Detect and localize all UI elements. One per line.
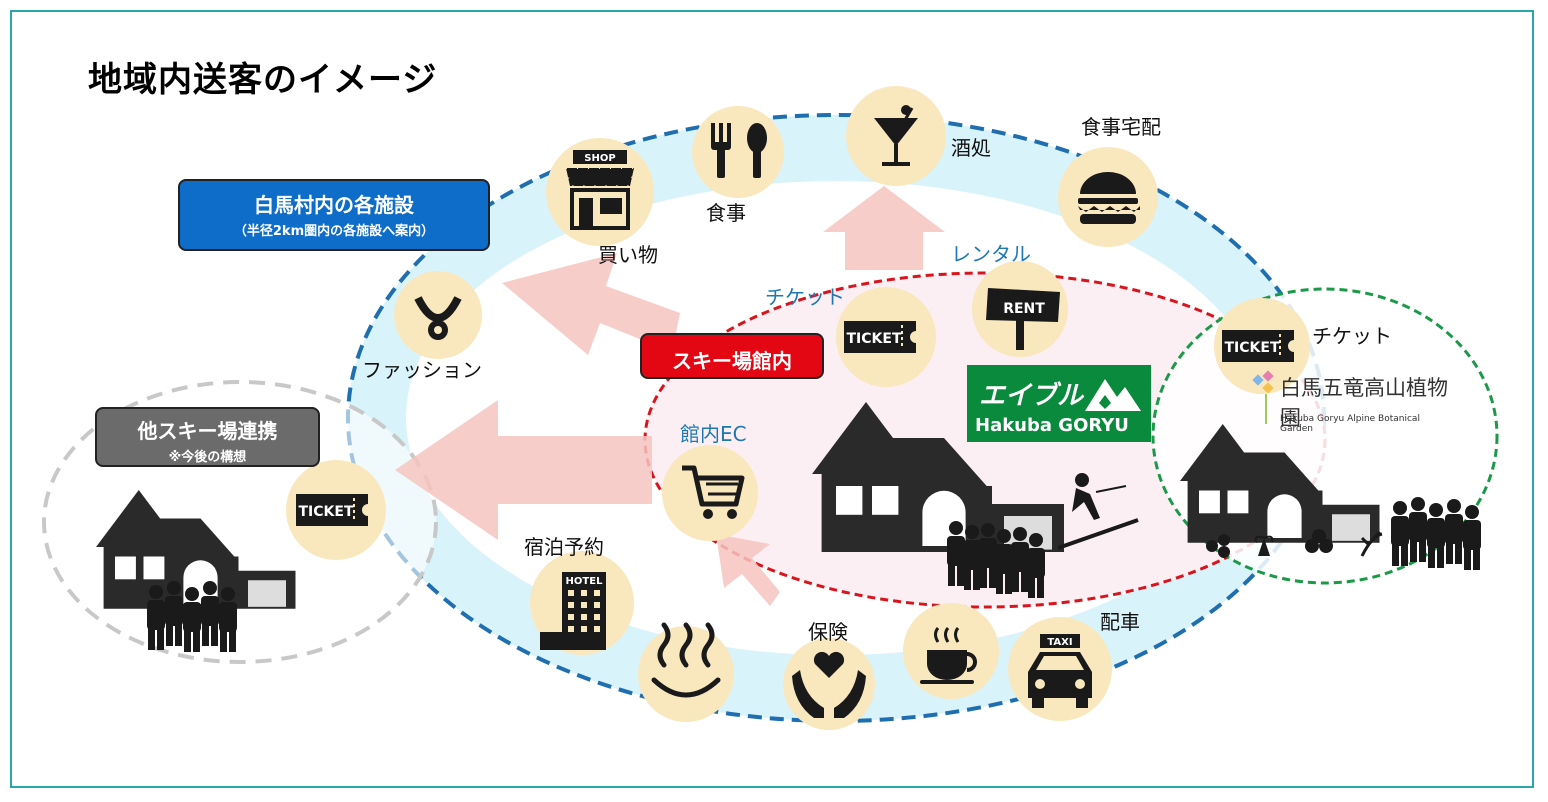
garden-logo-mark-icon [1252,370,1278,426]
ticket-icon-garden: TICKET [1222,330,1294,362]
page-title: 地域内送客のイメージ [88,52,437,101]
ticket-icon-other: TICKET [296,494,368,526]
label-ec: 館内EC [680,424,747,444]
ticket-icon-ski: TICKET [844,321,916,353]
svg-text:TICKET: TICKET [847,331,902,347]
garden-logo-en: Hakuba Goryu Alpine Botanical Garden [1280,414,1452,434]
label-meal: 食事 [706,203,746,223]
hakuba-goryu-logo: エイブル Hakuba GORYU [967,365,1151,442]
label-dispatch: 配車 [1100,612,1140,632]
other-ski-subtitle: ※今後の構想 [97,446,318,465]
label-shopping: 買い物 [598,245,658,265]
label-insurance: 保険 [808,622,848,642]
svg-text:RENT: RENT [1003,301,1045,317]
label-ticket-garden: チケット [1312,326,1392,346]
ski-inside-title: スキー場館内 [642,345,822,374]
goryu-logo-en: Hakuba GORYU [975,415,1129,436]
svg-text:TICKET: TICKET [299,504,354,520]
label-hotel-booking: 宿泊予約 [524,537,604,557]
goryu-logo-kana: エイブル [979,375,1083,412]
other-ski-title: 他スキー場連携 [97,415,318,444]
svg-text:TAXI: TAXI [1047,637,1072,648]
botanical-garden-logo: 白馬五竜高山植物園 Hakuba Goryu Alpine Botanical … [1252,368,1452,430]
label-rental: レンタル [951,244,1031,264]
hakuba-facilities-subtitle: （半径2km圏内の各施設へ案内） [180,220,488,239]
label-bar: 酒処 [951,138,991,158]
ski-inside-box: スキー場館内 [640,333,824,379]
hakuba-facilities-box: 白馬村内の各施設 （半径2km圏内の各施設へ案内） [178,179,490,251]
garden-crowd [1391,497,1481,570]
label-ticket-ski: チケット [765,287,845,307]
label-fashion: ファッション [362,360,482,380]
hakuba-facilities-title: 白馬村内の各施設 [180,189,488,218]
label-food-delivery: 食事宅配 [1081,117,1161,137]
other-ski-box: 他スキー場連携 ※今後の構想 [95,407,320,467]
svg-text:HOTEL: HOTEL [566,576,604,587]
mountain-logo-icon [1085,373,1141,413]
svg-text:SHOP: SHOP [584,153,615,164]
svg-text:TICKET: TICKET [1225,340,1280,356]
